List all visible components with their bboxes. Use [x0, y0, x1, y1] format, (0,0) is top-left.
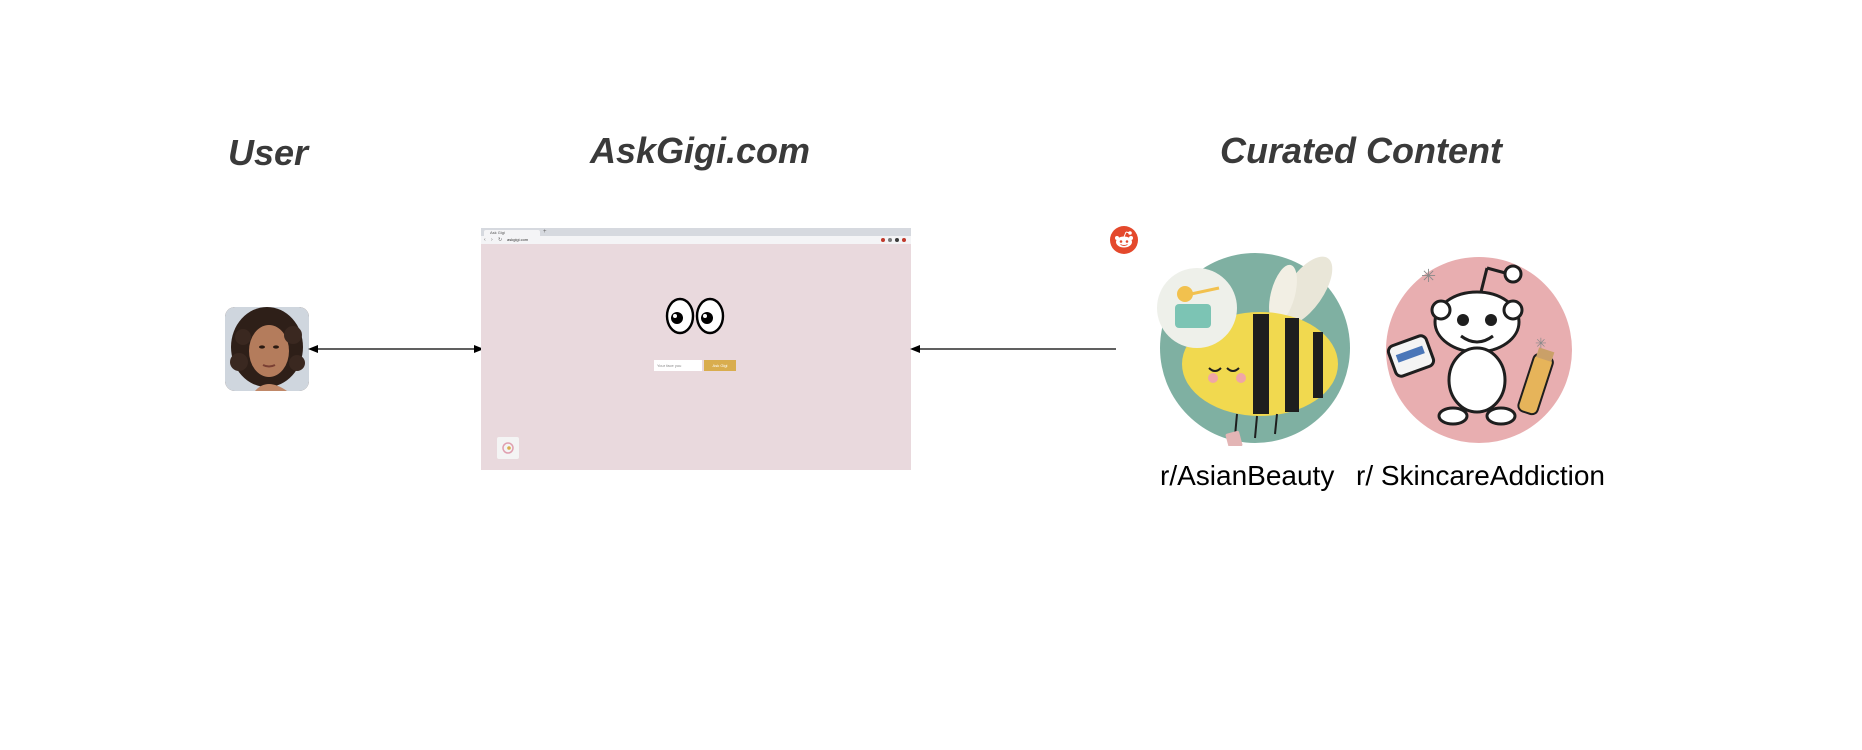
new-tab-icon[interactable]: + [543, 229, 547, 235]
back-icon[interactable]: ‹ [484, 237, 486, 243]
menu-icon[interactable] [902, 238, 906, 242]
user-heading: User [228, 132, 309, 173]
site-logo-icon [497, 437, 519, 459]
asianbeauty-bee-icon[interactable] [1155, 246, 1355, 446]
gigi-eyes-logo [665, 297, 725, 335]
browser-tab[interactable]: Ask Gigi [484, 230, 540, 236]
browser-address-bar: ‹ › ↻ askgigi.com [481, 236, 911, 244]
svg-text:✳: ✳ [1421, 266, 1436, 287]
svg-text:✳: ✳ [1535, 336, 1547, 352]
user-site-arrow [308, 345, 484, 353]
curated-content-heading: Curated Content [1220, 130, 1502, 171]
user-avatar [225, 307, 309, 391]
profile-icon[interactable] [895, 238, 899, 242]
browser-tab-bar: Ask Gigi + [481, 228, 911, 236]
site-heading: AskGigi.com [590, 130, 811, 171]
forward-icon[interactable]: › [491, 237, 493, 243]
content-site-arrow [910, 345, 1116, 353]
skincareaddiction-alien-icon[interactable]: ✳ ✳ [1385, 256, 1573, 444]
reload-icon[interactable]: ↻ [498, 237, 503, 243]
extension-icon[interactable] [888, 238, 892, 242]
subreddit-label-asianbeauty[interactable]: r/AsianBeauty [1160, 460, 1335, 491]
ask-input[interactable]: Your face you [654, 360, 702, 371]
extension-icon[interactable] [881, 238, 885, 242]
subreddit-label-skincareaddiction[interactable]: r/ SkincareAddiction [1356, 460, 1606, 491]
askgigi-browser-screenshot: Ask Gigi + ‹ › ↻ askgigi.com Your face y… [481, 228, 911, 470]
ask-gigi-button[interactable]: Ask Gigi [704, 360, 736, 371]
browser-url[interactable]: askgigi.com [507, 237, 529, 242]
reddit-logo-icon [1110, 226, 1138, 254]
